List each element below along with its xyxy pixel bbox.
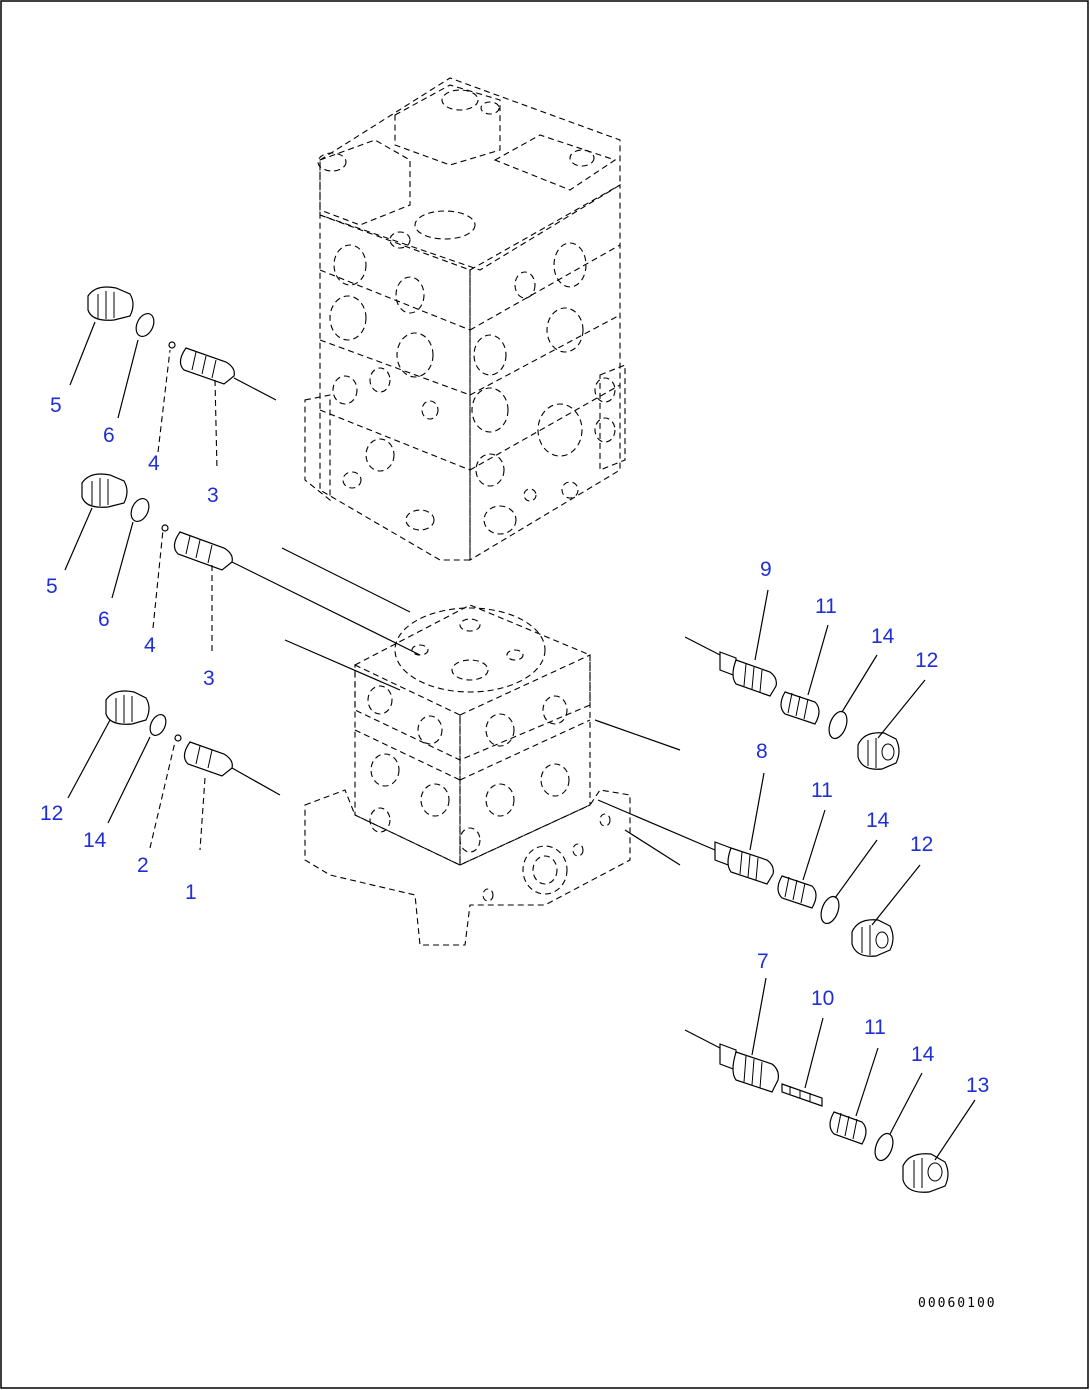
callout-12-a: 12 [40, 802, 63, 825]
ball-part-2 [174, 734, 182, 742]
callout-4-b: 4 [144, 634, 156, 657]
callout-6-b: 6 [98, 608, 110, 631]
callout-5-b: 5 [46, 575, 58, 598]
callouts: 5 6 4 3 5 6 4 3 12 14 2 1 9 11 14 12 8 1… [40, 394, 989, 1097]
valve-part-8 [714, 841, 774, 885]
callout-14-a: 14 [83, 829, 107, 852]
spool-part-3-row-b [173, 531, 421, 656]
callout-8: 8 [756, 740, 768, 763]
callout-11-c: 11 [864, 1016, 886, 1039]
valve-part-7 [719, 1043, 779, 1093]
callout-14-c: 14 [866, 809, 890, 832]
callout-14-b: 14 [871, 625, 895, 648]
plug-part-5-row-a [87, 286, 134, 321]
spring-part-11-a [780, 691, 820, 725]
document-number: 00060100 [918, 1296, 997, 1311]
o-ring-part-14-c [874, 1132, 894, 1162]
spring-part-11-c [829, 1111, 867, 1145]
plug-part-12-a [857, 732, 900, 770]
callout-6-a: 6 [103, 424, 115, 447]
callout-12-b: 12 [915, 649, 938, 672]
callout-10: 10 [811, 987, 834, 1010]
valve-part-9 [719, 651, 777, 697]
ball-part-4-row-b [161, 524, 169, 532]
callout-11-b: 11 [811, 779, 833, 802]
callout-9: 9 [760, 558, 772, 581]
spool-part-1 [183, 741, 281, 796]
callout-leaders [64, 321, 976, 1161]
callout-4-a: 4 [148, 452, 160, 475]
callout-14-d: 14 [911, 1043, 935, 1066]
spring-part-11-b [777, 875, 817, 909]
plug-part-12-b [851, 919, 894, 957]
o-ring-part-14-b [820, 895, 840, 925]
callout-2: 2 [137, 854, 149, 877]
o-ring-part-6-row-a [135, 313, 155, 337]
ball-part-4-row-a [168, 341, 176, 349]
o-ring-part-6-row-b [130, 498, 150, 522]
plug-part-13 [902, 1153, 949, 1193]
callout-7: 7 [757, 950, 769, 973]
callout-5-a: 5 [50, 394, 62, 417]
plug-part-5-row-b [81, 473, 128, 508]
upper-valve-block [304, 77, 626, 561]
lower-valve-block [304, 604, 631, 946]
callout-13: 13 [966, 1074, 989, 1097]
callout-3-a: 3 [207, 484, 219, 507]
plug-part-12-left [105, 690, 150, 725]
callout-3-b: 3 [203, 667, 215, 690]
spool-part-3-row-a [179, 347, 277, 401]
part-10 [781, 1083, 823, 1107]
callout-11-a: 11 [815, 595, 837, 618]
callout-12-c: 12 [910, 833, 933, 856]
o-ring-part-14-left [149, 714, 167, 736]
callout-1: 1 [185, 881, 197, 904]
o-ring-part-14-a [828, 710, 848, 740]
